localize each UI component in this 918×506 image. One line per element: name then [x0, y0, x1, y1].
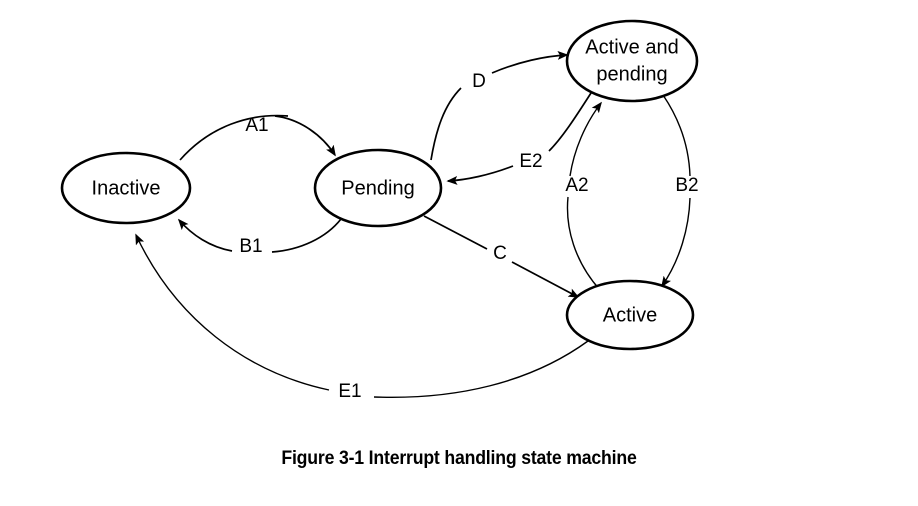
edge-label-a2: A2 — [565, 175, 588, 196]
edge-a1-path-tail — [274, 115, 336, 157]
edge-e2-path-tail — [446, 165, 514, 185]
edge-a2-path — [566, 196, 601, 291]
edge-c-path-tail — [511, 261, 580, 298]
edge-b1: B1 — [177, 218, 342, 257]
edge-c: C — [423, 215, 580, 298]
edge-label-e2: E2 — [519, 151, 542, 172]
state-node-active-and-pending[interactable]: Active and pending — [565, 19, 699, 103]
state-node-pending-label: Pending — [341, 177, 414, 199]
edge-b2-path — [662, 94, 691, 177]
edge-e1-path-tail — [135, 233, 330, 391]
edge-e2: E2 — [446, 92, 592, 185]
state-node-inactive-label: Inactive — [92, 177, 161, 199]
edge-label-a1: A1 — [245, 115, 268, 136]
state-node-inactive-shape — [60, 151, 192, 225]
state-node-active-and-pending-label-line1: Active and — [585, 36, 678, 58]
edge-d-path-tail — [491, 50, 569, 74]
edge-b1-path — [271, 218, 342, 253]
edge-d-path — [430, 87, 462, 161]
edge-label-b1: B1 — [239, 236, 262, 257]
state-node-pending-shape — [313, 148, 443, 228]
figure-caption: Figure 3-1 Interrupt handling state mach… — [281, 448, 637, 469]
edge-a1: A1 — [179, 114, 336, 161]
edge-e1-path — [373, 340, 589, 399]
state-node-active[interactable]: Active — [565, 279, 695, 351]
state-node-active-and-pending-label-line2: pending — [596, 63, 667, 85]
edge-label-d: D — [472, 71, 486, 92]
edge-label-c: C — [493, 243, 507, 264]
edge-b1-path-tail — [177, 218, 233, 252]
state-node-active-shape — [565, 279, 695, 351]
edge-label-e1: E1 — [338, 381, 361, 402]
edge-label-b2: B2 — [675, 175, 698, 196]
edge-d: D — [430, 50, 569, 161]
edge-a2: A2 — [565, 101, 602, 291]
state-node-pending[interactable]: Pending — [313, 148, 443, 228]
state-node-active-label: Active — [603, 304, 657, 326]
edge-a1-path — [179, 114, 289, 161]
edge-a2-path-tail — [569, 101, 602, 177]
edge-e2-path — [548, 92, 592, 152]
edge-b2-path-tail — [661, 197, 691, 288]
edge-b2: B2 — [661, 94, 699, 288]
state-node-inactive[interactable]: Inactive — [60, 151, 192, 225]
state-node-active-and-pending-shape — [565, 19, 699, 103]
edge-c-path — [423, 215, 488, 250]
edge-e1: E1 — [135, 233, 589, 402]
